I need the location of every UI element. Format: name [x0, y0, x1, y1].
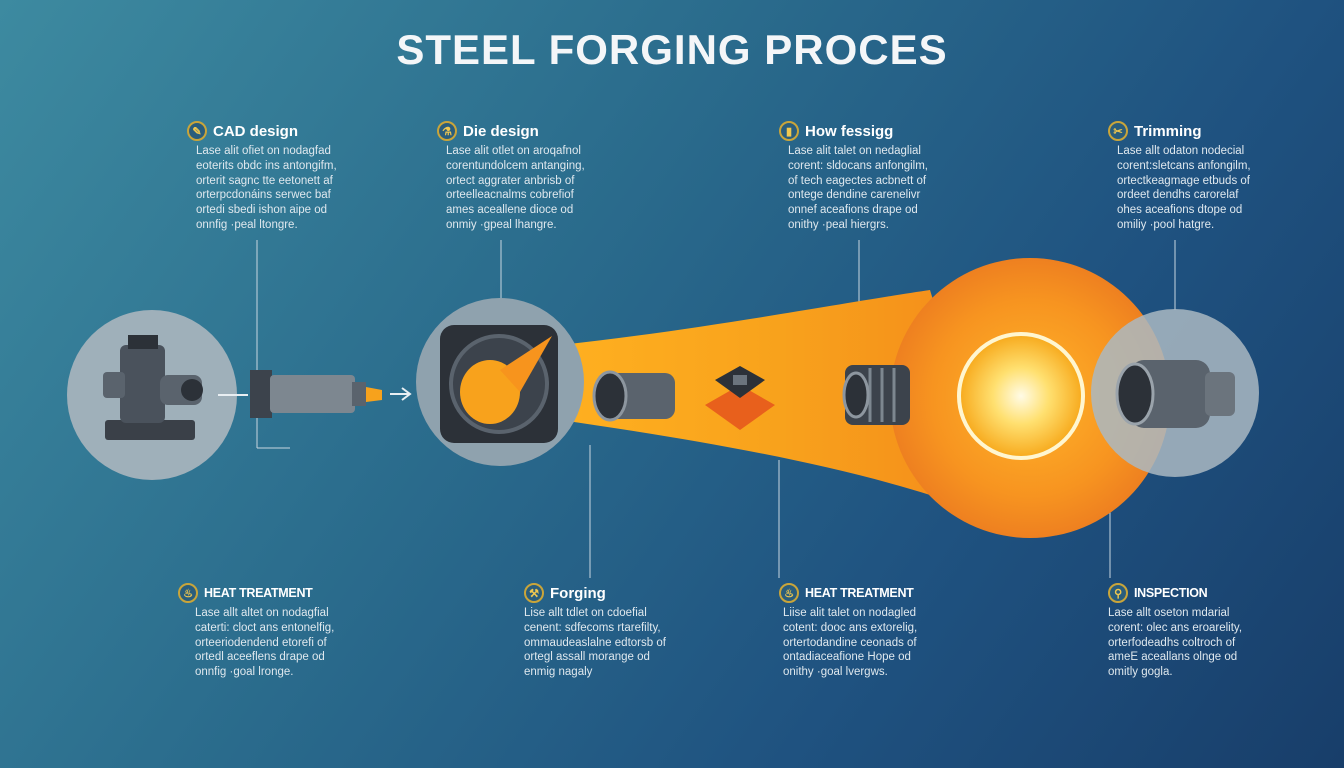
heat-icon: ♨: [779, 583, 799, 603]
text-line: ortedi sbedi ishon aipe od: [196, 204, 328, 217]
page-title: STEEL FORGING PROCES: [396, 26, 948, 73]
step-trimming: ✂ Trimming Lase allt odaton nodecial coren…: [1108, 120, 1298, 233]
text-line: cenent: sdfecoms rtarefilty,: [524, 621, 661, 634]
text-line: Lase allt odaton nodecial: [1117, 145, 1245, 157]
step-description: Lase allt odaton nodecial corent:sletcans…: [1108, 144, 1298, 233]
text-line: Lase allt altet on nodagfial: [195, 607, 329, 619]
text-line: eoterits obdc ins antongifm,: [196, 159, 337, 172]
step-heat-treatment-1: ♨ HEAT TREATMENT Lase allt altet on nodag…: [178, 582, 368, 680]
text-line: ameE aceallans olnge od: [1108, 651, 1238, 664]
text-line: ohes aceafions dtope od: [1117, 204, 1243, 217]
text-line: orteeriodendend etorefi of: [195, 636, 327, 649]
step-title: CAD design: [213, 122, 299, 140]
step-how-forging: ▮ How fessigg Lase alit talet on nedaglia…: [779, 120, 969, 233]
step-description: Lase alit talet on nedaglial corent: sldo…: [779, 144, 969, 233]
text-line: ortectkeagmage etbuds of: [1117, 174, 1250, 187]
text-line: enmig nagaly: [524, 666, 593, 679]
step-description: Liise alit talet on nodagled cotent: dooc…: [779, 606, 969, 680]
text-line: ortect aggrater anbrisb of: [446, 174, 575, 187]
text-line: corent:sletcans anfongilm,: [1117, 159, 1251, 172]
text-line: onnef aceafions drape od: [788, 204, 918, 217]
text-line: ordeet dendhs carorelaf: [1117, 189, 1239, 202]
finned-part-icon: [842, 365, 910, 425]
text-line: Lase alit otlet on aroqafnol: [446, 145, 581, 157]
step-description: Lase alit ofiet on nodagfad eoterits obdc…: [187, 144, 377, 233]
text-line: caterti: cloct ans entonelfig,: [195, 621, 335, 634]
heat-icon: ♨: [178, 583, 198, 603]
text-line: orterpcdonáins serwec baf: [196, 189, 331, 202]
text-line: onnfig ·goal lronge.: [195, 666, 294, 679]
text-line: orterit sagnc tte eetonett af: [196, 174, 333, 187]
text-line: corentundolcem antanging,: [446, 159, 585, 172]
die-icon: ⚗: [437, 121, 457, 141]
step-heat-treatment-2: ♨ HEAT TREATMENT Liise alit talet on noda…: [779, 582, 969, 680]
step-forging: ⚒ Forging Lise allt tdlet on cdoefial cene…: [524, 582, 714, 680]
text-line: ontadiaceafione Hope od: [783, 651, 911, 664]
inspection-icon: ⚲: [1108, 583, 1128, 603]
step-title: Forging: [550, 584, 606, 602]
finished-part-icon: [1115, 360, 1235, 428]
step-title: HEAT TREATMENT: [204, 586, 313, 600]
step-description: Lase allt altet on nodagfial caterti: clo…: [178, 606, 368, 680]
step-title: Trimming: [1134, 122, 1202, 140]
text-line: ortedl aceeflens drape od: [195, 651, 325, 664]
text-line: omiliy ·pool hatgre.: [1117, 218, 1215, 231]
text-line: Lise allt tdlet on cdoefial: [524, 607, 647, 619]
text-line: ames aceallene dioce od: [446, 204, 574, 217]
forging-icon: ▮: [779, 121, 799, 141]
shaft-part-icon: [218, 370, 412, 418]
die-icon: [440, 325, 558, 443]
text-line: Lase allt oseton mdarial: [1108, 607, 1230, 619]
text-line: ortegl assall morange od: [524, 651, 650, 664]
step-title: How fessigg: [805, 122, 894, 140]
text-line: of tech eagectes acbnett of: [788, 174, 927, 187]
step-cad-design: ✎ CAD design Lase alit ofiet on nodagfad e…: [187, 120, 377, 233]
step-die-design: ⚗ Die design Lase alit otlet on aroqafnol…: [437, 120, 627, 233]
text-line: corent: olec ans eroarelity,: [1108, 621, 1243, 634]
step-inspection: ⚲ INSPECTION Lase allt oseton mdarial core…: [1108, 582, 1298, 680]
step-description: Lise allt tdlet on cdoefial cenent: sdfec…: [524, 606, 714, 680]
text-line: orterfodeadhs coltroch of: [1108, 636, 1236, 649]
text-line: Lase alit ofiet on nodagfad: [196, 145, 331, 157]
cylinder-part-icon: [592, 370, 675, 422]
trimming-icon: ✂: [1108, 121, 1128, 141]
text-line: ortertodandine ceonads of: [783, 636, 917, 649]
text-line: onnfig ·peal ltongre.: [196, 218, 298, 231]
step-title: HEAT TREATMENT: [805, 586, 914, 600]
text-line: onmiy ·gpeal lhangre.: [446, 218, 557, 231]
text-line: ontege dendine carenelivr: [788, 189, 921, 202]
heat-beam: [560, 290, 1000, 520]
step-title: Die design: [463, 122, 539, 140]
step-description: Lase allt oseton mdarial corent: olec ans…: [1108, 606, 1298, 680]
text-line: onithy ·goal lvergws.: [783, 666, 888, 679]
hammer-icon: ⚒: [524, 583, 544, 603]
cad-icon: ✎: [187, 121, 207, 141]
text-line: orteelleacnalms cobrefiof: [446, 189, 574, 202]
step-description: Lase alit otlet on aroqafnol corentundolc…: [437, 144, 627, 233]
text-line: Lase alit talet on nedaglial: [788, 145, 921, 157]
text-line: corent: sldocans anfongilm,: [788, 159, 928, 172]
text-line: onithy ·peal hiergrs.: [788, 218, 889, 231]
flange-part-icon: [705, 366, 775, 430]
text-line: ommaudeaslalne edtorsb of: [524, 636, 666, 649]
step-title: INSPECTION: [1134, 586, 1208, 600]
text-line: omitly gogla.: [1108, 666, 1173, 679]
cad-part-icon: [103, 335, 203, 440]
text-line: cotent: dooc ans extorelig,: [783, 621, 918, 634]
text-line: Liise alit talet on nodagled: [783, 607, 916, 619]
glowing-billet: [957, 332, 1085, 460]
